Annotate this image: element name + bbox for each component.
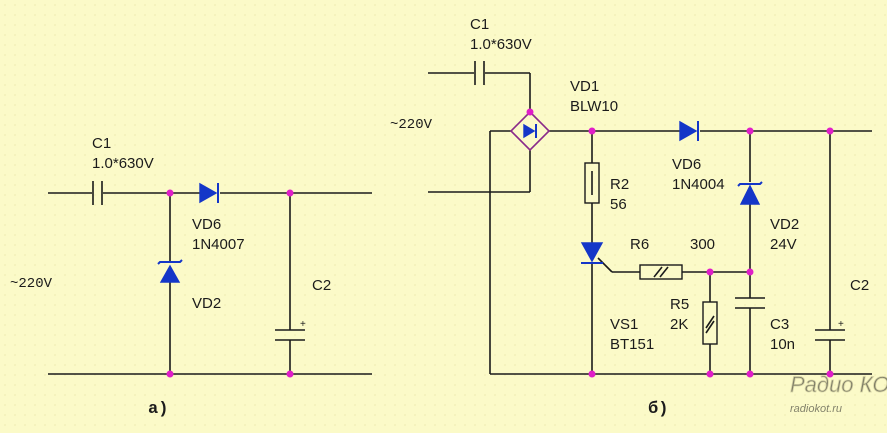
- resistor-r5-mark: [705, 320, 715, 334]
- junction-node: [588, 370, 596, 378]
- ac-input-label: ~220V: [10, 276, 53, 292]
- junction-node: [746, 268, 754, 276]
- c1-name-label: C1: [470, 16, 489, 33]
- bridge-rectifier-vd1: [509, 110, 551, 152]
- resistor-r5-mark: [705, 315, 715, 329]
- c1-value-label: 1.0*630V: [470, 36, 532, 53]
- wire: [597, 257, 613, 273]
- junction-node: [746, 127, 754, 135]
- junction-node: [166, 370, 174, 378]
- capacitor-c1-b: [474, 61, 485, 85]
- resistor-r6-mark: [653, 266, 663, 278]
- circuit-a: + C1 1.0*630V VD6 1N4007 VD2 C2 ~220V а): [10, 135, 372, 419]
- circuit-b: + C1 1.0*630V VD1 BLW10 ~220V R2 56 VD6 …: [390, 16, 872, 419]
- resistor-r6: [639, 264, 683, 280]
- caption-a: а): [148, 400, 168, 419]
- zener-vd2-a: [157, 259, 183, 283]
- diode-vd6-b: [679, 120, 699, 142]
- c1-value-label: 1.0*630V: [92, 155, 154, 172]
- junction-node: [286, 370, 294, 378]
- vd6-name-label: VD6: [672, 156, 701, 173]
- vd6-name-label: VD6: [192, 216, 221, 233]
- vd6-value-label: 1N4007: [192, 236, 245, 253]
- vd6-value-label: 1N4004: [672, 176, 725, 193]
- zener-vd2-b: [737, 181, 763, 205]
- caption-b: б): [648, 400, 668, 419]
- vd2-name-label: VD2: [770, 216, 799, 233]
- thyristor-vs1: [580, 242, 604, 264]
- radiokot-watermark: Радио КОТ radiokot.ru: [790, 372, 887, 415]
- vs1-name-label: VS1: [610, 316, 638, 333]
- capacitor-c2-a: +: [275, 319, 306, 341]
- c3-name-label: C3: [770, 316, 789, 333]
- resistor-r6-mark: [659, 266, 669, 278]
- r6-name-label: R6: [630, 236, 649, 253]
- junction-node: [588, 127, 596, 135]
- svg-text:+: +: [300, 319, 306, 330]
- watermark-logo: Радио КОТ: [790, 372, 887, 397]
- c2-name-label: C2: [850, 277, 869, 294]
- c1-name-label: C1: [92, 135, 111, 152]
- vd2-name-label: VD2: [192, 295, 221, 312]
- junction-node: [706, 268, 714, 276]
- junction-node: [826, 127, 834, 135]
- r6-value-label: 300: [690, 236, 715, 253]
- ac-input-label: ~220V: [390, 117, 433, 133]
- diode-vd6-a: [199, 182, 219, 204]
- watermark-url: radiokot.ru: [790, 403, 842, 415]
- r2-value-label: 56: [610, 196, 627, 213]
- r5-value-label: 2K: [670, 316, 688, 333]
- capacitor-c2-b: +: [815, 319, 845, 341]
- c3-value-label: 10n: [770, 336, 795, 353]
- junction-node: [286, 189, 294, 197]
- vd1-value-label: BLW10: [570, 98, 618, 115]
- capacitor-c3: [735, 297, 765, 309]
- r2-name-label: R2: [610, 176, 629, 193]
- capacitor-c1-a: [92, 181, 103, 205]
- svg-text:+: +: [838, 319, 844, 330]
- junction-node: [526, 108, 534, 116]
- vd1-name-label: VD1: [570, 78, 599, 95]
- r5-name-label: R5: [670, 296, 689, 313]
- vd2-value-label: 24V: [770, 236, 797, 253]
- c2-name-label: C2: [312, 277, 331, 294]
- junction-node: [826, 370, 834, 378]
- vs1-value-label: BT151: [610, 336, 654, 353]
- junction-node: [166, 189, 174, 197]
- junction-node: [746, 370, 754, 378]
- junction-node: [706, 370, 714, 378]
